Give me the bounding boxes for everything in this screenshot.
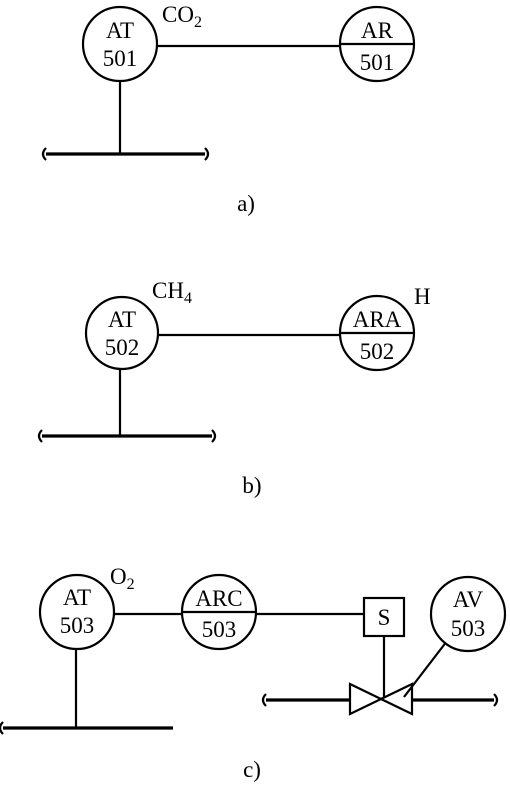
- pipe-break-right-b: [211, 429, 217, 443]
- analyzer-transmitter-at503-symbol: [38, 573, 116, 651]
- valve-body-left: [348, 682, 384, 716]
- arc503-number: 503: [202, 617, 237, 642]
- pipe-break-left-c: [0, 721, 4, 735]
- solenoid-actuator-box: [362, 596, 406, 638]
- analyzer-transmitter-at502-symbol: [84, 295, 160, 371]
- ara502-letters: ARA: [353, 307, 402, 332]
- caption-c: c): [243, 757, 261, 782]
- diagram-a: AT 501 CO2 AR 501 a): [41, 2, 416, 216]
- ar501-number: 501: [360, 50, 395, 75]
- ar501-letters: AR: [361, 18, 394, 43]
- alarm-high-label: H: [414, 284, 431, 309]
- caption-a: a): [237, 191, 255, 216]
- at501-letters: AT: [106, 18, 134, 43]
- caption-b: b): [242, 473, 261, 498]
- at502-number: 502: [105, 335, 140, 360]
- arc503-letters: ARC: [195, 586, 242, 611]
- pipe-break-right-a: [204, 147, 210, 161]
- at503-letters: AT: [63, 585, 91, 610]
- solenoid-label: S: [378, 605, 391, 630]
- pipe-break-left-b: [37, 429, 43, 443]
- analyzer-transmitter-at501-symbol: [81, 5, 159, 83]
- valve-body-right: [378, 682, 414, 716]
- pipe-break-left-a: [41, 147, 47, 161]
- diagram-b: AT 502 CH4 ARA 502 H b): [37, 278, 431, 498]
- analyzer-valve-av503-symbol: [429, 575, 507, 653]
- diagram-c: AT 503 O2 ARC 503 S AV 503 c): [0, 564, 507, 782]
- av503-connection-line: [403, 640, 448, 698]
- medium-co2: CO2: [162, 2, 202, 31]
- av503-letters: AV: [453, 587, 484, 612]
- pipe-break-right-valve: [493, 693, 499, 707]
- medium-o2: O2: [110, 564, 135, 593]
- at502-letters: AT: [108, 307, 136, 332]
- pipe-break-left-valve: [261, 693, 267, 707]
- av503-number: 503: [451, 616, 486, 641]
- medium-ch4: CH4: [152, 278, 192, 307]
- ara502-number: 502: [360, 339, 395, 364]
- at503-number: 503: [60, 613, 95, 638]
- at501-number: 501: [103, 46, 138, 71]
